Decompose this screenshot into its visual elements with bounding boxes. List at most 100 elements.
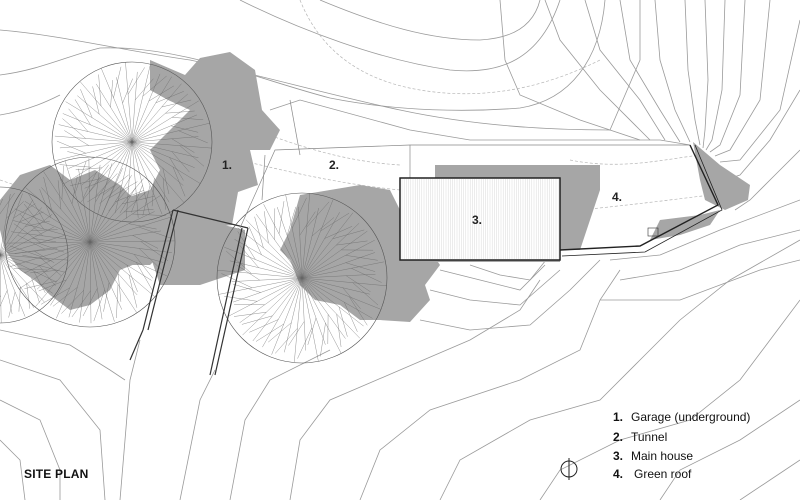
canopy-spoke	[301, 277, 326, 345]
legend-label: Tunnel	[631, 430, 667, 444]
dashed-contour	[299, 0, 601, 95]
canopy-spoke	[263, 204, 303, 279]
canopy-spoke	[0, 192, 15, 215]
canopy-spoke	[232, 283, 261, 293]
canopy-spoke	[81, 141, 133, 186]
canopy-spoke	[256, 213, 303, 279]
canopy-spoke	[179, 145, 205, 167]
canopy-spoke	[34, 251, 55, 263]
canopy-spoke	[33, 271, 46, 293]
canopy-spoke	[351, 268, 382, 283]
label-tunnel: 2.	[329, 158, 339, 172]
canopy-spoke	[64, 160, 91, 243]
canopy-spoke	[58, 124, 133, 143]
canopy-spoke	[301, 252, 375, 279]
roof-hatching	[401, 179, 559, 259]
canopy-spoke	[268, 322, 292, 343]
contour-line	[659, 399, 800, 500]
contour-line	[739, 459, 800, 500]
tunnel-wall	[147, 209, 179, 331]
canopy-spoke	[262, 277, 303, 348]
canopy-spoke	[31, 229, 58, 231]
canopy-spoke	[285, 194, 303, 279]
canopy-spoke	[255, 323, 284, 342]
contour-line	[0, 439, 26, 500]
canopy-spoke	[126, 264, 138, 292]
canopy-spoke	[101, 68, 133, 143]
canopy-spoke	[54, 135, 133, 143]
tree-shadow	[150, 212, 245, 285]
canopy-spoke	[13, 268, 48, 271]
canopy-spoke	[131, 136, 199, 143]
canopy-spoke	[128, 223, 157, 230]
canopy-spoke	[62, 118, 86, 139]
contour-line	[179, 369, 216, 500]
canopy-spoke	[131, 73, 161, 143]
canopy-spoke	[119, 187, 136, 214]
canopy-spoke	[30, 270, 59, 274]
tunnel-wall	[209, 227, 243, 376]
canopy-spoke	[89, 195, 161, 243]
canopy-spoke	[0, 254, 35, 308]
canopy-spoke	[89, 178, 144, 243]
canopy-spoke	[65, 101, 133, 143]
contour-line	[709, 0, 746, 153]
canopy-spoke	[0, 254, 68, 261]
canopy-spoke	[68, 141, 133, 169]
canopy-spoke	[0, 235, 65, 256]
canopy-spoke	[89, 241, 138, 296]
canopy-spoke	[19, 211, 44, 222]
canopy-spoke	[0, 295, 1, 297]
legend-number: 4.	[613, 467, 623, 481]
canopy-spoke	[18, 286, 21, 312]
canopy-spoke	[114, 141, 133, 214]
canopy-spoke	[10, 245, 42, 258]
legend-label: Main house	[631, 449, 693, 463]
canopy-spoke	[0, 254, 57, 282]
tunnel-edge	[289, 99, 301, 156]
canopy-spoke	[218, 277, 303, 295]
label-garage: 1.	[222, 158, 232, 172]
canopy-spoke	[131, 141, 212, 149]
canopy-spoke	[41, 187, 91, 243]
canopy-spoke	[89, 168, 123, 243]
canopy-spoke	[71, 290, 91, 318]
canopy-spoke	[87, 185, 115, 203]
contour-line	[269, 99, 691, 146]
canopy-spoke	[43, 171, 91, 243]
canopy-spoke	[89, 241, 168, 277]
canopy-spoke	[89, 216, 172, 243]
canopy-spoke	[131, 141, 150, 215]
canopy-spoke	[89, 241, 156, 297]
tree-shadow	[0, 165, 150, 310]
green-roof-outline	[561, 144, 723, 257]
canopy-spoke	[142, 75, 167, 97]
canopy-spoke	[19, 241, 91, 290]
canopy-spoke	[82, 288, 98, 317]
canopy-spoke	[99, 184, 123, 204]
canopy-spoke	[0, 254, 2, 323]
canopy-spoke	[131, 114, 197, 143]
contour-line	[289, 279, 541, 500]
canopy-spoke	[40, 257, 62, 276]
canopy-spoke	[294, 277, 303, 362]
contour-line	[719, 19, 800, 163]
canopy-spoke	[122, 196, 155, 205]
contour-line	[702, 0, 709, 149]
canopy-spoke	[95, 173, 118, 196]
canopy-spoke	[0, 248, 58, 256]
contour-line	[684, 0, 701, 146]
legend-label: Garage (underground)	[631, 410, 750, 424]
canopy-spoke	[128, 274, 138, 308]
canopy-spoke	[116, 77, 133, 143]
canopy-spoke	[131, 141, 201, 184]
canopy-spoke	[78, 168, 91, 243]
label-green-roof: 4.	[612, 190, 622, 204]
canopy-spoke	[89, 241, 123, 310]
canopy-spoke	[344, 302, 358, 332]
contour-line	[0, 399, 61, 500]
contour-line	[539, 299, 800, 500]
